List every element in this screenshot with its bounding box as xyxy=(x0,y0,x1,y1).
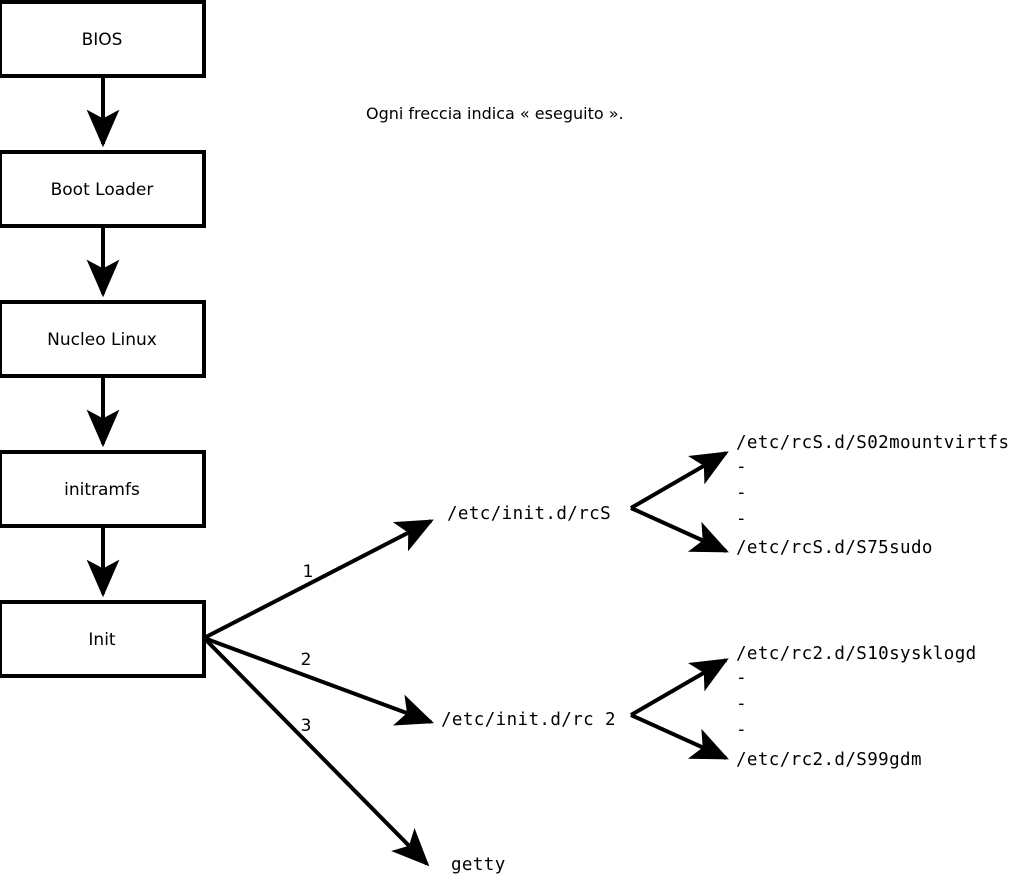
arrow-rcs-to-first-script xyxy=(629,451,729,510)
label-rcs-first-script[interactable]: /etc/rcS.d/S02mountvirtfs xyxy=(736,433,1009,453)
node-init[interactable]: Init xyxy=(0,600,206,678)
rc2-ellipsis-dash-1: - xyxy=(736,668,747,688)
node-init-label: Init xyxy=(88,630,116,650)
node-boot-loader-rect xyxy=(0,150,206,228)
node-bios-label: BIOS xyxy=(82,30,123,50)
branch-number-2: 2 xyxy=(301,650,312,670)
node-nucleo-linux-label: Nucleo Linux xyxy=(47,330,157,350)
branch-number-1: 1 xyxy=(303,562,314,582)
label-getty[interactable]: getty xyxy=(451,855,506,875)
init-fanout-arrows xyxy=(202,519,435,867)
node-boot-loader-label: Boot Loader xyxy=(51,180,154,200)
arrow-rcs-to-last-script xyxy=(630,506,729,553)
label-rc2-first-script[interactable]: /etc/rc2.d/S10sysklogd xyxy=(736,644,977,664)
label-rc2-last-script[interactable]: /etc/rc2.d/S99gdm xyxy=(736,750,922,770)
node-init-rect xyxy=(0,600,206,678)
node-bios-rect xyxy=(0,0,206,78)
arrow-init-to-getty xyxy=(202,636,430,867)
rcs-ellipsis-dash-2: - xyxy=(736,483,747,503)
rcs-fanout-group: /etc/rcS.d/S02mountvirtfs - - - /etc/rcS… xyxy=(629,433,1009,558)
rcs-ellipsis-dash-1: - xyxy=(736,457,747,477)
node-boot-loader[interactable]: Boot Loader xyxy=(0,150,206,228)
rcs-ellipsis-dash-3: - xyxy=(736,509,747,529)
diagram-caption: Ogni freccia indica « eseguito ». xyxy=(366,104,624,123)
arrow-init-to-rcs xyxy=(203,519,434,640)
branch-target-labels: /etc/init.d/rcS /etc/init.d/rc 2 getty xyxy=(441,504,616,875)
label-etc-initd-rcs[interactable]: /etc/init.d/rcS xyxy=(447,504,611,524)
node-initramfs-label: initramfs xyxy=(64,480,140,500)
node-initramfs-rect xyxy=(0,450,206,528)
node-initramfs[interactable]: initramfs xyxy=(0,450,206,528)
branch-numbers: 1 2 3 xyxy=(301,562,314,736)
node-bios[interactable]: BIOS xyxy=(0,0,206,78)
arrow-init-to-rc2 xyxy=(203,636,435,726)
boot-chain-group: BIOS Boot Loader Nucleo Linux initramfs … xyxy=(0,0,206,678)
node-nucleo-linux[interactable]: Nucleo Linux xyxy=(0,300,206,378)
rc2-fanout-group: /etc/rc2.d/S10sysklogd - - - /etc/rc2.d/… xyxy=(629,644,977,770)
branch-number-3: 3 xyxy=(301,716,312,736)
rc2-ellipsis-dash-2: - xyxy=(736,694,747,714)
node-nucleo-linux-rect xyxy=(0,300,206,378)
arrow-rc2-to-last-script xyxy=(630,713,729,760)
label-etc-initd-rc2[interactable]: /etc/init.d/rc 2 xyxy=(441,710,616,730)
rc2-ellipsis-dash-3: - xyxy=(736,720,747,740)
arrow-rc2-to-first-script xyxy=(629,658,729,717)
label-rcs-last-script[interactable]: /etc/rcS.d/S75sudo xyxy=(736,538,933,558)
